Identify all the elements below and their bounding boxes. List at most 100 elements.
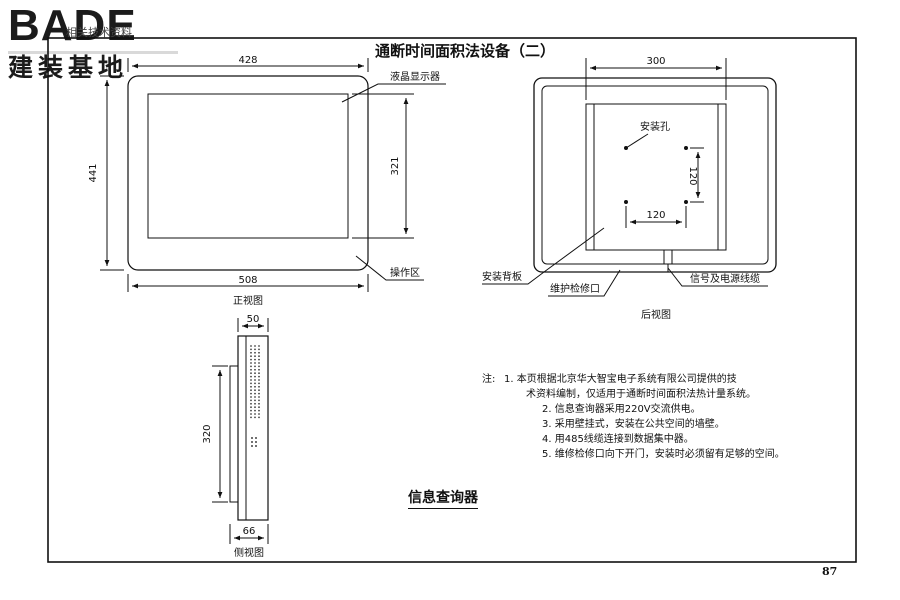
vent-dot (254, 358, 256, 361)
logo-cn-name: 建装基地 (8, 53, 129, 82)
front-view-outer-frame (127, 75, 369, 271)
vent-dot (250, 379, 252, 381)
vent-dot (250, 402, 252, 405)
device-name: 信息查询器 (408, 487, 478, 509)
side-view-body (237, 335, 269, 521)
vent-dot (258, 365, 260, 368)
front-view-screen (147, 93, 349, 239)
vent-dot (254, 379, 256, 381)
vent-dot (258, 382, 260, 385)
vent-dot (258, 413, 260, 415)
front-dim-508: 508 (238, 275, 257, 286)
vent-dot (250, 396, 252, 398)
vent-dot (250, 355, 252, 358)
vent-dot (254, 409, 256, 412)
vent-dot (254, 406, 256, 409)
side-view-caption: 侧视图 (234, 546, 264, 559)
vent-dot (258, 406, 260, 409)
side-dim-50: 50 (247, 314, 260, 325)
logo-subtitle: 相关技术资料 (66, 26, 132, 39)
logo-divider (8, 51, 178, 54)
vent-dot (250, 351, 252, 354)
vent-dot (254, 368, 256, 371)
vent-dot (254, 389, 256, 392)
side-dim-320: 320 (202, 424, 213, 443)
note-item-4: 4. 用485线缆连接到数据集中器。 (542, 434, 694, 445)
side-view-vent-grid (250, 345, 260, 419)
rear-dim-300: 300 (646, 56, 665, 67)
page-number: 87 (822, 565, 838, 578)
vent-dot (258, 362, 260, 364)
vent-dot (254, 396, 256, 398)
note-item-5: 5. 维修检修口向下开门，安装时必须留有足够的空间。 (542, 449, 785, 460)
note-item-1: 1. 本页根据北京华大智宝电子系统有限公司提供的技 (504, 374, 737, 385)
vent-dot (258, 379, 260, 381)
notes-block: 注:1. 本页根据北京华大智宝电子系统有限公司提供的技 术资料编制，仅适用于通断… (482, 372, 785, 462)
vent-dot (250, 399, 252, 402)
vent-dot (258, 402, 260, 405)
vent-dot (250, 409, 252, 412)
vent-dot (250, 392, 252, 395)
note-item-3: 3. 采用壁挂式，安装在公共空间的墙壁。 (542, 419, 725, 430)
note-item-2: 2. 信息查询器采用220V交流供电。 (542, 404, 701, 415)
vent-dot (254, 365, 256, 368)
side-view-bracket (229, 365, 239, 503)
vent-dot (258, 396, 260, 398)
vent-dot (254, 362, 256, 364)
vent-dot (258, 345, 260, 347)
vent-dot (250, 406, 252, 409)
vent-dot (258, 375, 260, 378)
vent-dot (258, 416, 260, 419)
vent-dot (250, 382, 252, 385)
rear-mounting-plate (585, 103, 727, 251)
vent-dot (250, 368, 252, 371)
front-dim-428: 428 (238, 55, 257, 66)
front-view-caption: 正视图 (233, 294, 263, 307)
bade-logo: BADE 相关技术资料 建装基地 (8, 4, 180, 82)
vent-dot (254, 372, 256, 375)
cable-connector (663, 249, 673, 265)
vent-dot (258, 389, 260, 392)
mounting-hole-3 (624, 200, 628, 204)
front-dim-441: 441 (88, 163, 99, 182)
vent-dot (254, 382, 256, 385)
vent-dot (254, 355, 256, 358)
vent-dot (254, 416, 256, 419)
vent-dot (250, 358, 252, 361)
vent-dot (254, 402, 256, 405)
drawing-frame (47, 37, 857, 563)
vent-dot (254, 399, 256, 402)
vent-dot (254, 375, 256, 378)
callout-backplate-label: 安装背板 (482, 270, 522, 283)
callout-service-leader (548, 269, 621, 297)
rear-view-caption: 后视图 (641, 308, 671, 321)
page-title: 通断时间面积法设备（二） (375, 42, 556, 60)
logo-brand-text: BADE (8, 1, 137, 50)
rear-view-inner-frame (541, 85, 769, 265)
vent-dot (258, 351, 260, 354)
callout-service-label: 维护检修口 (550, 282, 600, 295)
vent-dot (250, 375, 252, 378)
vent-dot (254, 348, 256, 351)
vent-dot (258, 348, 260, 351)
side-view-speaker-holes (251, 437, 257, 447)
vent-dot (250, 385, 252, 388)
vent-dot (250, 362, 252, 364)
note-item-1-cont: 术资料编制，仅适用于通断时间面积法热计量系统。 (526, 389, 756, 400)
side-dim-66: 66 (243, 526, 256, 537)
vent-dot (258, 372, 260, 375)
vent-dot (254, 413, 256, 415)
vent-dot (250, 365, 252, 368)
rear-dim-120v: 120 (687, 166, 698, 185)
vent-dot (258, 385, 260, 388)
callout-cable-leader (667, 267, 768, 287)
vent-dot (254, 351, 256, 354)
callout-holes-label: 安装孔 (640, 120, 670, 133)
vent-dot (250, 345, 252, 347)
vent-dot (258, 358, 260, 361)
vent-dot (254, 392, 256, 395)
vent-dot (258, 399, 260, 402)
mounting-hole-4 (684, 200, 688, 204)
vent-dot (258, 392, 260, 395)
